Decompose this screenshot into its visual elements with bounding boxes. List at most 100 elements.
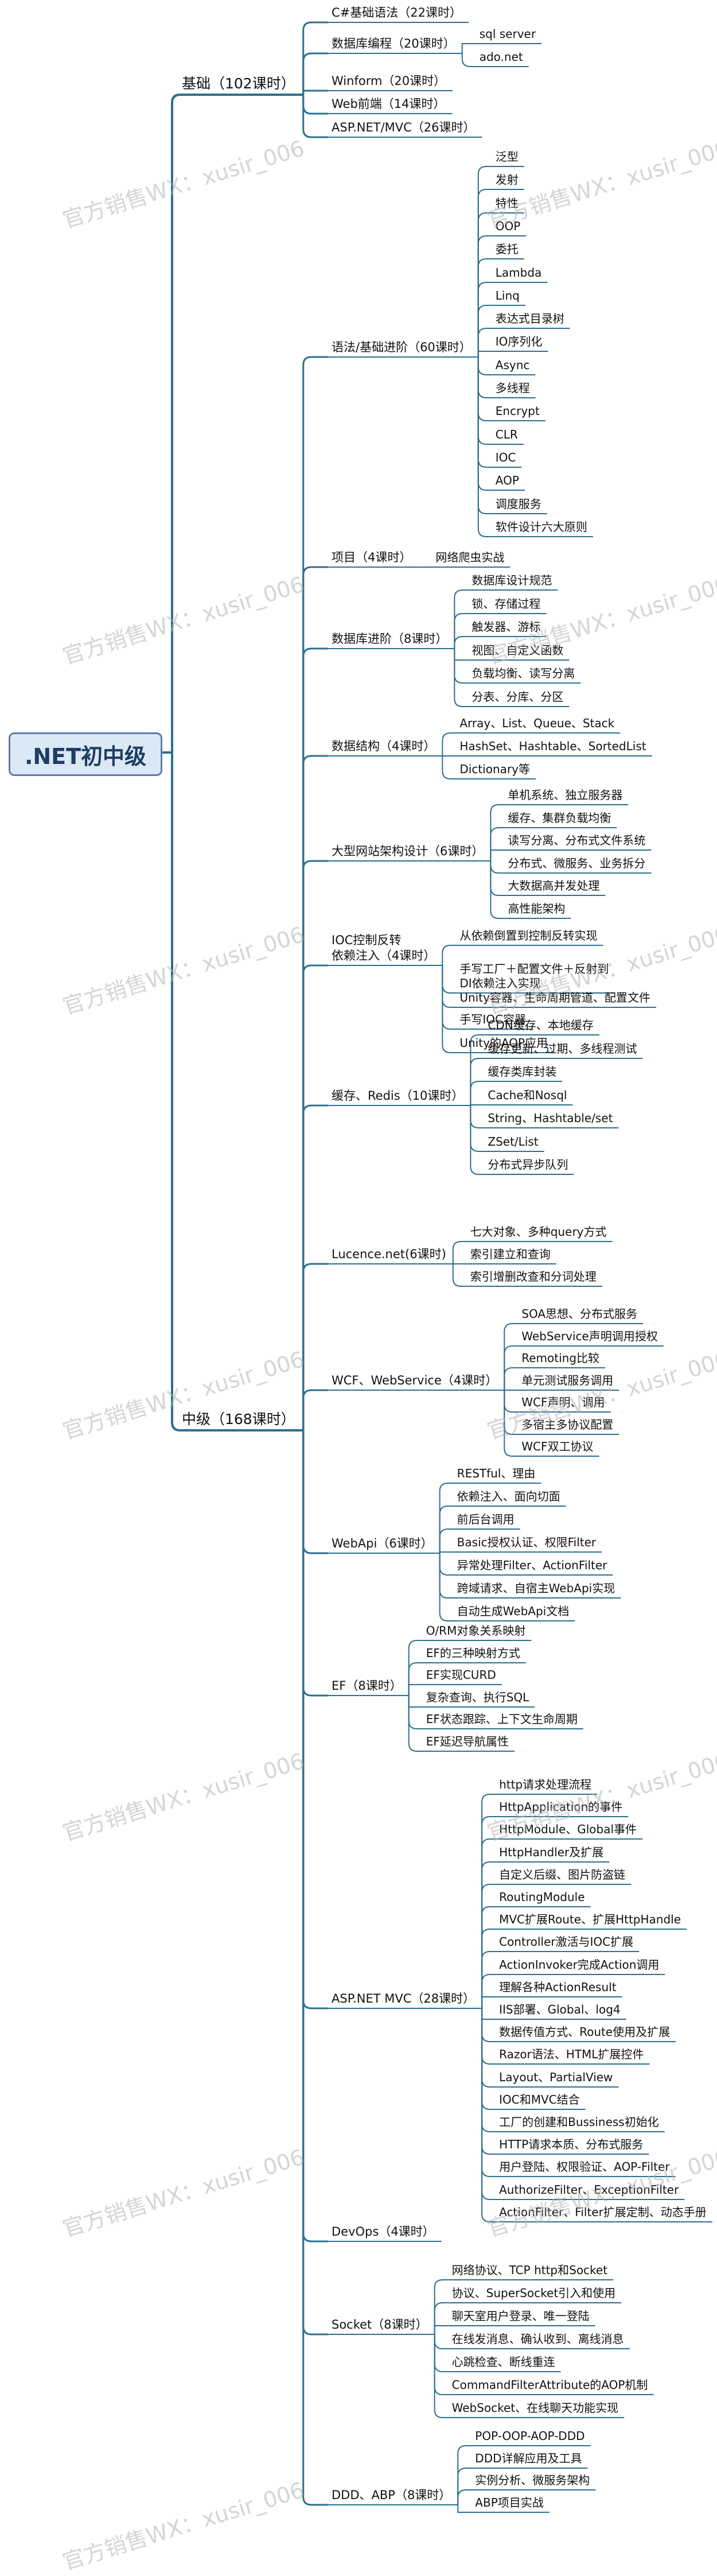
leaf-1-8-2[interactable]: Remoting比较 [521,1351,600,1365]
topic-1-3[interactable]: 数据结构（4课时） [332,739,436,754]
leaf-1-13-4[interactable]: 心跳检查、断线重连 [451,2355,555,2369]
leaf-1-9-3[interactable]: Basic授权认证、权限Filter [457,1535,597,1550]
topic-0-0[interactable]: C#基础语法（22课时） [332,6,462,20]
leaf-1-11-9[interactable]: 理解各种ActionResult [499,1980,617,1995]
leaf-1-0-3[interactable]: OOP [495,219,521,234]
topic-1-13[interactable]: Socket（8课时） [332,2318,428,2332]
leaf-1-2-5[interactable]: 分表、分库、分区 [471,690,564,704]
leaf-1-6-4[interactable]: String、Hashtable/set [488,1111,613,1126]
leaf-1-11-19[interactable]: ActionFilter、Filter扩展定制、动态手册 [499,2205,707,2220]
leaf-1-3-2[interactable]: Dictionary等 [459,762,530,777]
leaf-1-11-11[interactable]: 数据传值方式、Route使用及扩展 [499,2025,671,2039]
leaf-1-11-7[interactable]: Controller激活与IOC扩展 [499,1935,634,1949]
leaf-1-0-16[interactable]: 软件设计六大原则 [495,520,587,534]
leaf-1-11-15[interactable]: 工厂的创建和Bussiness初始化 [499,2115,659,2129]
leaf-1-2-0[interactable]: 数据库设计规范 [471,573,552,588]
leaf-1-11-14[interactable]: IOC和MVC结合 [499,2093,580,2107]
leaf-1-11-5[interactable]: RoutingModule [499,1890,585,1904]
leaf-1-7-1[interactable]: 索引建立和查询 [470,1247,551,1262]
leaf-1-0-14[interactable]: AOP [495,474,519,488]
topic-1-0[interactable]: 语法/基础进阶（60课时） [332,340,471,355]
leaf-1-0-9[interactable]: Async [495,358,530,373]
topic-1-14[interactable]: DDD、ABP（8课时） [332,2488,451,2503]
leaf-1-8-5[interactable]: 多宿主多协议配置 [521,1418,614,1432]
leaf-1-4-3[interactable]: 分布式、微服务、业务拆分 [508,856,646,871]
leaf-1-11-3[interactable]: HttpHandler及扩展 [499,1845,604,1860]
leaf-1-11-18[interactable]: AuthorizeFilter、ExceptionFilter [499,2183,679,2197]
topic-1-4[interactable]: 大型网站架构设计（6课时） [332,844,484,859]
leaf-1-9-2[interactable]: 前后台调用 [457,1512,515,1527]
branch-1[interactable]: 中级（168课时） [182,1411,295,1427]
leaf-1-14-2[interactable]: 实例分析、微服务架构 [475,2473,590,2488]
topic-1-8[interactable]: WCF、WebService（4课时） [332,1374,498,1388]
leaf-1-0-12[interactable]: CLR [495,428,518,442]
leaf-1-11-16[interactable]: HTTP请求本质、分布式服务 [499,2137,644,2152]
leaf-1-10-3[interactable]: 复杂查询、执行SQL [426,1690,529,1705]
leaf-1-5-1[interactable]: 手写工厂＋配置文件＋反射到 DI依赖注入实现 [459,961,609,991]
leaf-1-9-4[interactable]: 异常处理Filter、ActionFilter [457,1558,607,1573]
leaf-1-9-6[interactable]: 自动生成WebApi文档 [457,1604,570,1619]
leaf-1-13-0[interactable]: 网络协议、TCP http和Socket [451,2263,608,2278]
leaf-1-11-10[interactable]: IIS部署、Global、log4 [499,2003,621,2017]
leaf-1-10-4[interactable]: EF状态跟踪、上下文生命周期 [426,1712,578,1727]
leaf-1-3-0[interactable]: Array、List、Queue、Stack [459,716,615,731]
leaf-1-6-3[interactable]: Cache和Nosql [488,1088,567,1103]
topic-1-9[interactable]: WebApi（6课时） [332,1537,433,1551]
leaf-1-0-7[interactable]: 表达式目录树 [495,312,564,326]
leaf-1-9-0[interactable]: RESTful、理由 [457,1467,536,1481]
leaf-1-11-2[interactable]: HttpModule、Global事件 [499,1822,637,1837]
leaf-1-13-6[interactable]: WebSocket、在线聊天功能实现 [451,2401,619,2415]
leaf-1-0-8[interactable]: IO序列化 [495,335,543,349]
leaf-1-2-1[interactable]: 锁、存储过程 [471,597,541,611]
leaf-1-14-1[interactable]: DDD详解应用及工具 [475,2451,582,2466]
leaf-1-0-2[interactable]: 特性 [495,196,519,211]
leaf-1-4-1[interactable]: 缓存、集群负载均衡 [508,811,611,825]
leaf-1-0-13[interactable]: IOC [495,451,516,465]
leaf-1-10-1[interactable]: EF的三种映射方式 [426,1646,520,1661]
leaf-1-13-3[interactable]: 在线发消息、确认收到、离线消息 [451,2332,624,2346]
leaf-1-9-1[interactable]: 依赖注入、面向切面 [457,1489,560,1504]
leaf-1-8-1[interactable]: WebService声明调用授权 [521,1329,658,1344]
topic-0-1[interactable]: 数据库编程（20课时） [332,37,455,51]
leaf-1-8-3[interactable]: 单元测试服务调用 [521,1374,614,1388]
leaf-1-0-1[interactable]: 发射 [495,173,519,187]
leaf-1-7-2[interactable]: 索引增删改查和分词处理 [470,1270,597,1284]
leaf-1-4-5[interactable]: 高性能架构 [508,902,566,916]
leaf-1-2-3[interactable]: 视图、自定义函数 [471,643,564,658]
leaf-1-13-1[interactable]: 协议、SuperSocket引入和使用 [451,2286,616,2300]
topic-1-2[interactable]: 数据库进阶（8课时） [332,632,448,646]
leaf-1-1-0[interactable]: 网络爬虫实战 [435,550,505,565]
leaf-1-10-2[interactable]: EF实现CURD [426,1668,496,1682]
leaf-1-11-0[interactable]: http请求处理流程 [499,1778,592,1792]
topic-0-3[interactable]: Web前端（14课时） [332,97,446,111]
root-node[interactable]: .NET初中级 [9,732,162,776]
leaf-1-3-1[interactable]: HashSet、Hashtable、SortedList [459,739,646,754]
leaf-1-13-2[interactable]: 聊天室用户登录、唯一登陆 [451,2309,590,2323]
leaf-1-8-0[interactable]: SOA思想、分布式服务 [521,1307,638,1321]
leaf-1-6-0[interactable]: CDN缓存、本地缓存 [488,1018,594,1033]
topic-1-5[interactable]: IOC控制反转 依赖注入（4课时） [332,933,436,963]
leaf-1-5-4[interactable]: Unity的AOP应用 [459,1036,548,1050]
leaf-1-11-17[interactable]: 用户登陆、权限验证、AOP-Filter [499,2160,670,2174]
leaf-1-6-6[interactable]: 分布式异步队列 [488,1158,568,1172]
topic-1-7[interactable]: Lucence.net(6课时) [332,1247,446,1262]
leaf-1-0-0[interactable]: 泛型 [495,150,519,164]
leaf-1-4-0[interactable]: 单机系统、独立服务器 [508,788,623,802]
leaf-1-4-2[interactable]: 读写分离、分布式文件系统 [508,833,646,848]
leaf-1-2-4[interactable]: 负载均衡、读写分离 [471,666,575,681]
leaf-1-0-5[interactable]: Lambda [495,266,542,280]
leaf-1-11-6[interactable]: MVC扩展Route、扩展HttpHandle [499,1912,681,1927]
leaf-1-10-5[interactable]: EF延迟导航属性 [426,1735,509,1749]
leaf-1-4-4[interactable]: 大数据高并发处理 [508,879,600,893]
branch-0[interactable]: 基础（102课时） [182,75,295,92]
leaf-1-5-0[interactable]: 从依赖倒置到控制反转实现 [459,929,598,943]
leaf-1-11-4[interactable]: 自定义后缀、图片防盗链 [499,1868,626,1882]
topic-0-2[interactable]: Winform（20课时） [332,74,446,88]
leaf-1-9-5[interactable]: 跨域请求、自宿主WebApi实现 [457,1581,615,1596]
leaf-1-6-5[interactable]: ZSet/List [488,1135,539,1149]
leaf-1-7-0[interactable]: 七大对象、多种query方式 [470,1225,607,1239]
leaf-1-11-1[interactable]: HttpApplication的事件 [499,1800,623,1814]
leaf-1-0-10[interactable]: 多线程 [495,381,530,395]
leaf-1-0-15[interactable]: 调度服务 [495,497,541,511]
leaf-1-14-0[interactable]: POP-OOP-AOP-DDD [475,2429,585,2443]
